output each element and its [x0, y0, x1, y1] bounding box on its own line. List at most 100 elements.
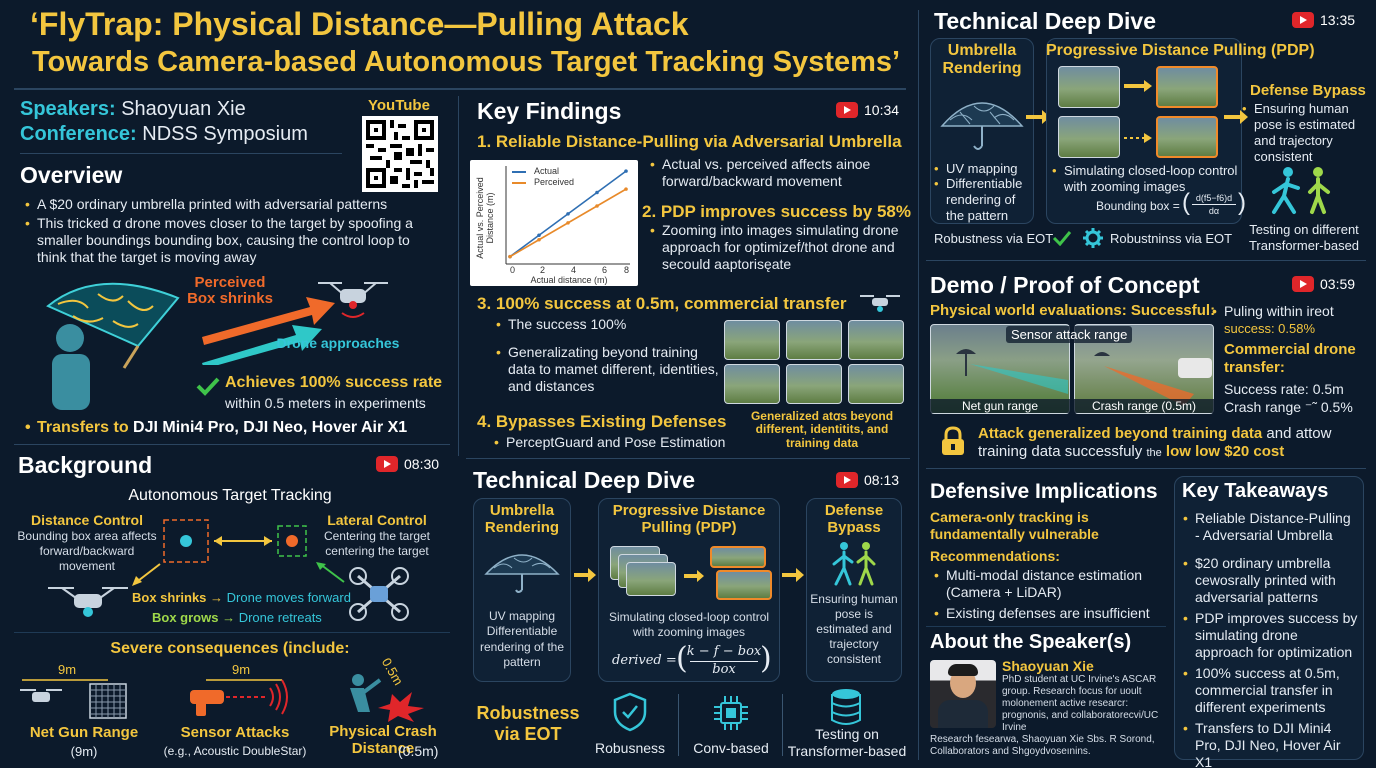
pdp-right-photo-4: [1156, 116, 1218, 158]
title-divider: [14, 88, 906, 90]
trans-label: Testing on Transformer-based: [787, 726, 907, 759]
umb-mid-title: Umbrella Rendering: [484, 502, 560, 536]
sensor-sub: (e.g., Acoustic DoubleStar): [163, 744, 307, 758]
background-subtitle: Autonomous Target Tracking: [128, 487, 332, 504]
conference-value: NDSS Symposium: [142, 123, 308, 145]
success-rate: Success rate: 0.5m: [1224, 381, 1344, 397]
qr-code-icon[interactable]: [362, 116, 438, 192]
chart-legend-perceived: Perceived: [534, 177, 575, 187]
drone-approaches-label: Drone approaches: [276, 335, 400, 351]
chart-point-perceived-3: [595, 204, 599, 208]
conference-line: Conference: NDSS Symposium: [20, 123, 308, 146]
youtube-icon: [376, 456, 398, 472]
finding-3-title: 3. 100% success at 0.5m, commercial tran…: [477, 294, 847, 313]
speakers-label: Speakers:: [20, 98, 116, 120]
attack-highlight: Attack generalized beyond training data: [978, 425, 1263, 442]
box-grows-result: Drone retreats: [238, 610, 322, 625]
takeaway-1: Reliable Distance-Pulling - Adversarial …: [1183, 510, 1359, 544]
tech-mid-video-link[interactable]: 08:13: [836, 472, 899, 488]
pdp-right-title: Progressive Distance Pulling (PDP): [1046, 42, 1315, 59]
transfers-label: Transfers to: [37, 419, 129, 436]
demo-video-time: 03:59: [1320, 276, 1356, 292]
youtube-icon: [1292, 276, 1314, 292]
lateral-control-title: Lateral Control: [327, 512, 427, 528]
demo-beam-right: [1094, 352, 1212, 406]
findings-video-link[interactable]: 10:34: [836, 102, 899, 118]
takeaways-heading: Key Takeaways: [1182, 480, 1329, 502]
pdp-formula: derived = ( k − f − box box ): [612, 641, 772, 678]
box-shrinks-label: Box shrinks: [132, 590, 207, 605]
perceived-label: Perceived Box shrinks: [187, 274, 273, 307]
youtube-icon: [1292, 12, 1314, 28]
conference-label: Conference:: [20, 123, 137, 145]
distance-control-title: Distance Control: [30, 512, 143, 528]
finding-3-bullet-2: Generalizating beyond training data to m…: [496, 344, 720, 395]
tracking-boxes-illustration: [163, 519, 307, 563]
chart-point-perceived-0: [508, 254, 512, 259]
def-mid-title: Defense Bypass: [824, 502, 884, 536]
arrow-right-icon: [684, 570, 704, 582]
pull-bullet: Puling within ireot: [1212, 303, 1370, 320]
lock-icon: [942, 426, 964, 455]
pdp-right-photo-3: [1058, 116, 1120, 158]
box-shrinks-line: Box shrinks → Drone moves forward: [132, 590, 351, 605]
pdp-stack-photo-5: [716, 570, 772, 600]
arrow-right-icon: [1026, 110, 1050, 124]
speakers-value: Shaoyuan Xie: [121, 98, 246, 120]
crash-icon: [350, 674, 424, 722]
drone-right-icon: [349, 567, 409, 621]
def-right-title: Defense Bypass: [1250, 82, 1366, 99]
chart-point-actual-4: [624, 169, 628, 173]
sensor-range-label: Sensor attack range: [1006, 326, 1133, 343]
pdp-right-bullet: Simulating closed-loop control with zoom…: [1052, 163, 1240, 195]
overview-divider: [14, 444, 450, 445]
box-grows-label: Box grows: [152, 610, 219, 625]
pdp-right-photo-1: [1058, 66, 1120, 108]
arrow-right-icon: [574, 568, 596, 582]
gen-photo-6: [848, 364, 904, 404]
shield-check-icon: [613, 692, 647, 732]
title-line2: Towards Camera-based Autonomous Target T…: [32, 46, 901, 78]
finding-1-bullet: Actual vs. perceived affects ainoe forwa…: [650, 156, 902, 190]
crash-title: Physical Crash Distance: [329, 723, 437, 757]
achieves-text: Achieves 100% success rate: [225, 374, 443, 391]
formula-lhs: derived =: [612, 653, 677, 668]
drone-left-icon: [48, 587, 128, 617]
arrow-right-icon: [782, 568, 804, 582]
demo-heading: Demo / Proof of Concept: [930, 272, 1200, 298]
defense-bullet-1: Multi-modal distance estimation (Camera …: [934, 567, 1162, 601]
right-divider-1: [926, 260, 1366, 261]
demo-video-link[interactable]: 03:59: [1292, 276, 1355, 292]
speakers-line: Speakers: Shaoyuan Xie: [20, 98, 246, 121]
umbrella-person-illustration: [46, 282, 180, 410]
bbox-numerator: d(f5−f6)d: [1195, 193, 1233, 203]
dashed-arrow-icon: [1124, 133, 1152, 143]
tech-mid-heading: Technical Deep Dive: [473, 467, 695, 493]
distance-control-desc: Bounding box area affects forward/backwa…: [17, 529, 157, 573]
robust-divider-1: [678, 694, 679, 756]
formula-numerator: k − f − box: [686, 644, 762, 659]
defense-bullet-2: Existing defenses are insufficient: [934, 605, 1162, 622]
umbrella-mesh-icon: [484, 554, 560, 593]
gen-photo-5: [786, 364, 842, 404]
transfers-bullet: Transfers to DJI Mini4 Pro, DJI Neo, Hov…: [25, 418, 447, 438]
drone-small-icon: [860, 295, 900, 312]
background-video-link[interactable]: 08:30: [376, 456, 439, 472]
pdp-mid-title: Progressive Distance Pulling (PDP): [612, 502, 766, 536]
background-heading: Background: [18, 452, 153, 478]
column-divider-1: [458, 96, 459, 456]
tech-right-video-link[interactable]: 13:35: [1292, 12, 1355, 28]
transfers-value: DJI Mini4 Pro, DJI Neo, Hover Air X1: [133, 419, 408, 436]
robust-divider-2: [782, 694, 783, 756]
net-gun-icon: [20, 679, 127, 719]
umb-right-title: Umbrella Rendering: [942, 42, 1022, 78]
pdp-stack-photo-4: [710, 546, 766, 568]
arrow-right-icon: [1124, 80, 1152, 92]
attack-rest: and attow training data successfuly: [978, 425, 1332, 460]
chart-point-perceived-2: [566, 221, 570, 225]
chart-point-perceived-1: [537, 237, 541, 242]
findings-heading: Key Findings: [477, 98, 622, 124]
chart-tick-8: 8: [624, 265, 630, 275]
within-text: within 0.5 meters in experiments: [225, 395, 426, 411]
pull-success: success: 0.58%: [1224, 321, 1316, 336]
